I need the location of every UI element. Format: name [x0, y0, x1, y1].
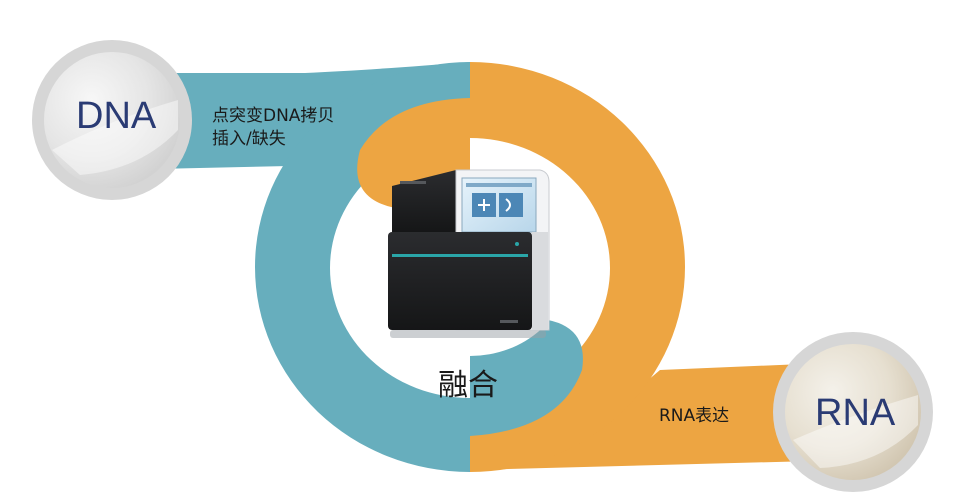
teal-ring-half [255, 62, 470, 472]
dna-annotation-line2: 插入/缺失 [212, 129, 286, 149]
dna-node [32, 40, 192, 200]
dna-label: DNA [76, 95, 157, 137]
rna-label: RNA [815, 392, 896, 434]
orange-ring-half [470, 62, 685, 472]
rna-node [773, 332, 933, 492]
fusion-label: 融合 [438, 368, 498, 403]
sequencer-device [388, 169, 550, 338]
dna-annotation-line1: 点突变DNA拷贝 [212, 106, 335, 126]
rna-annotation: RNA表达 [659, 406, 730, 426]
